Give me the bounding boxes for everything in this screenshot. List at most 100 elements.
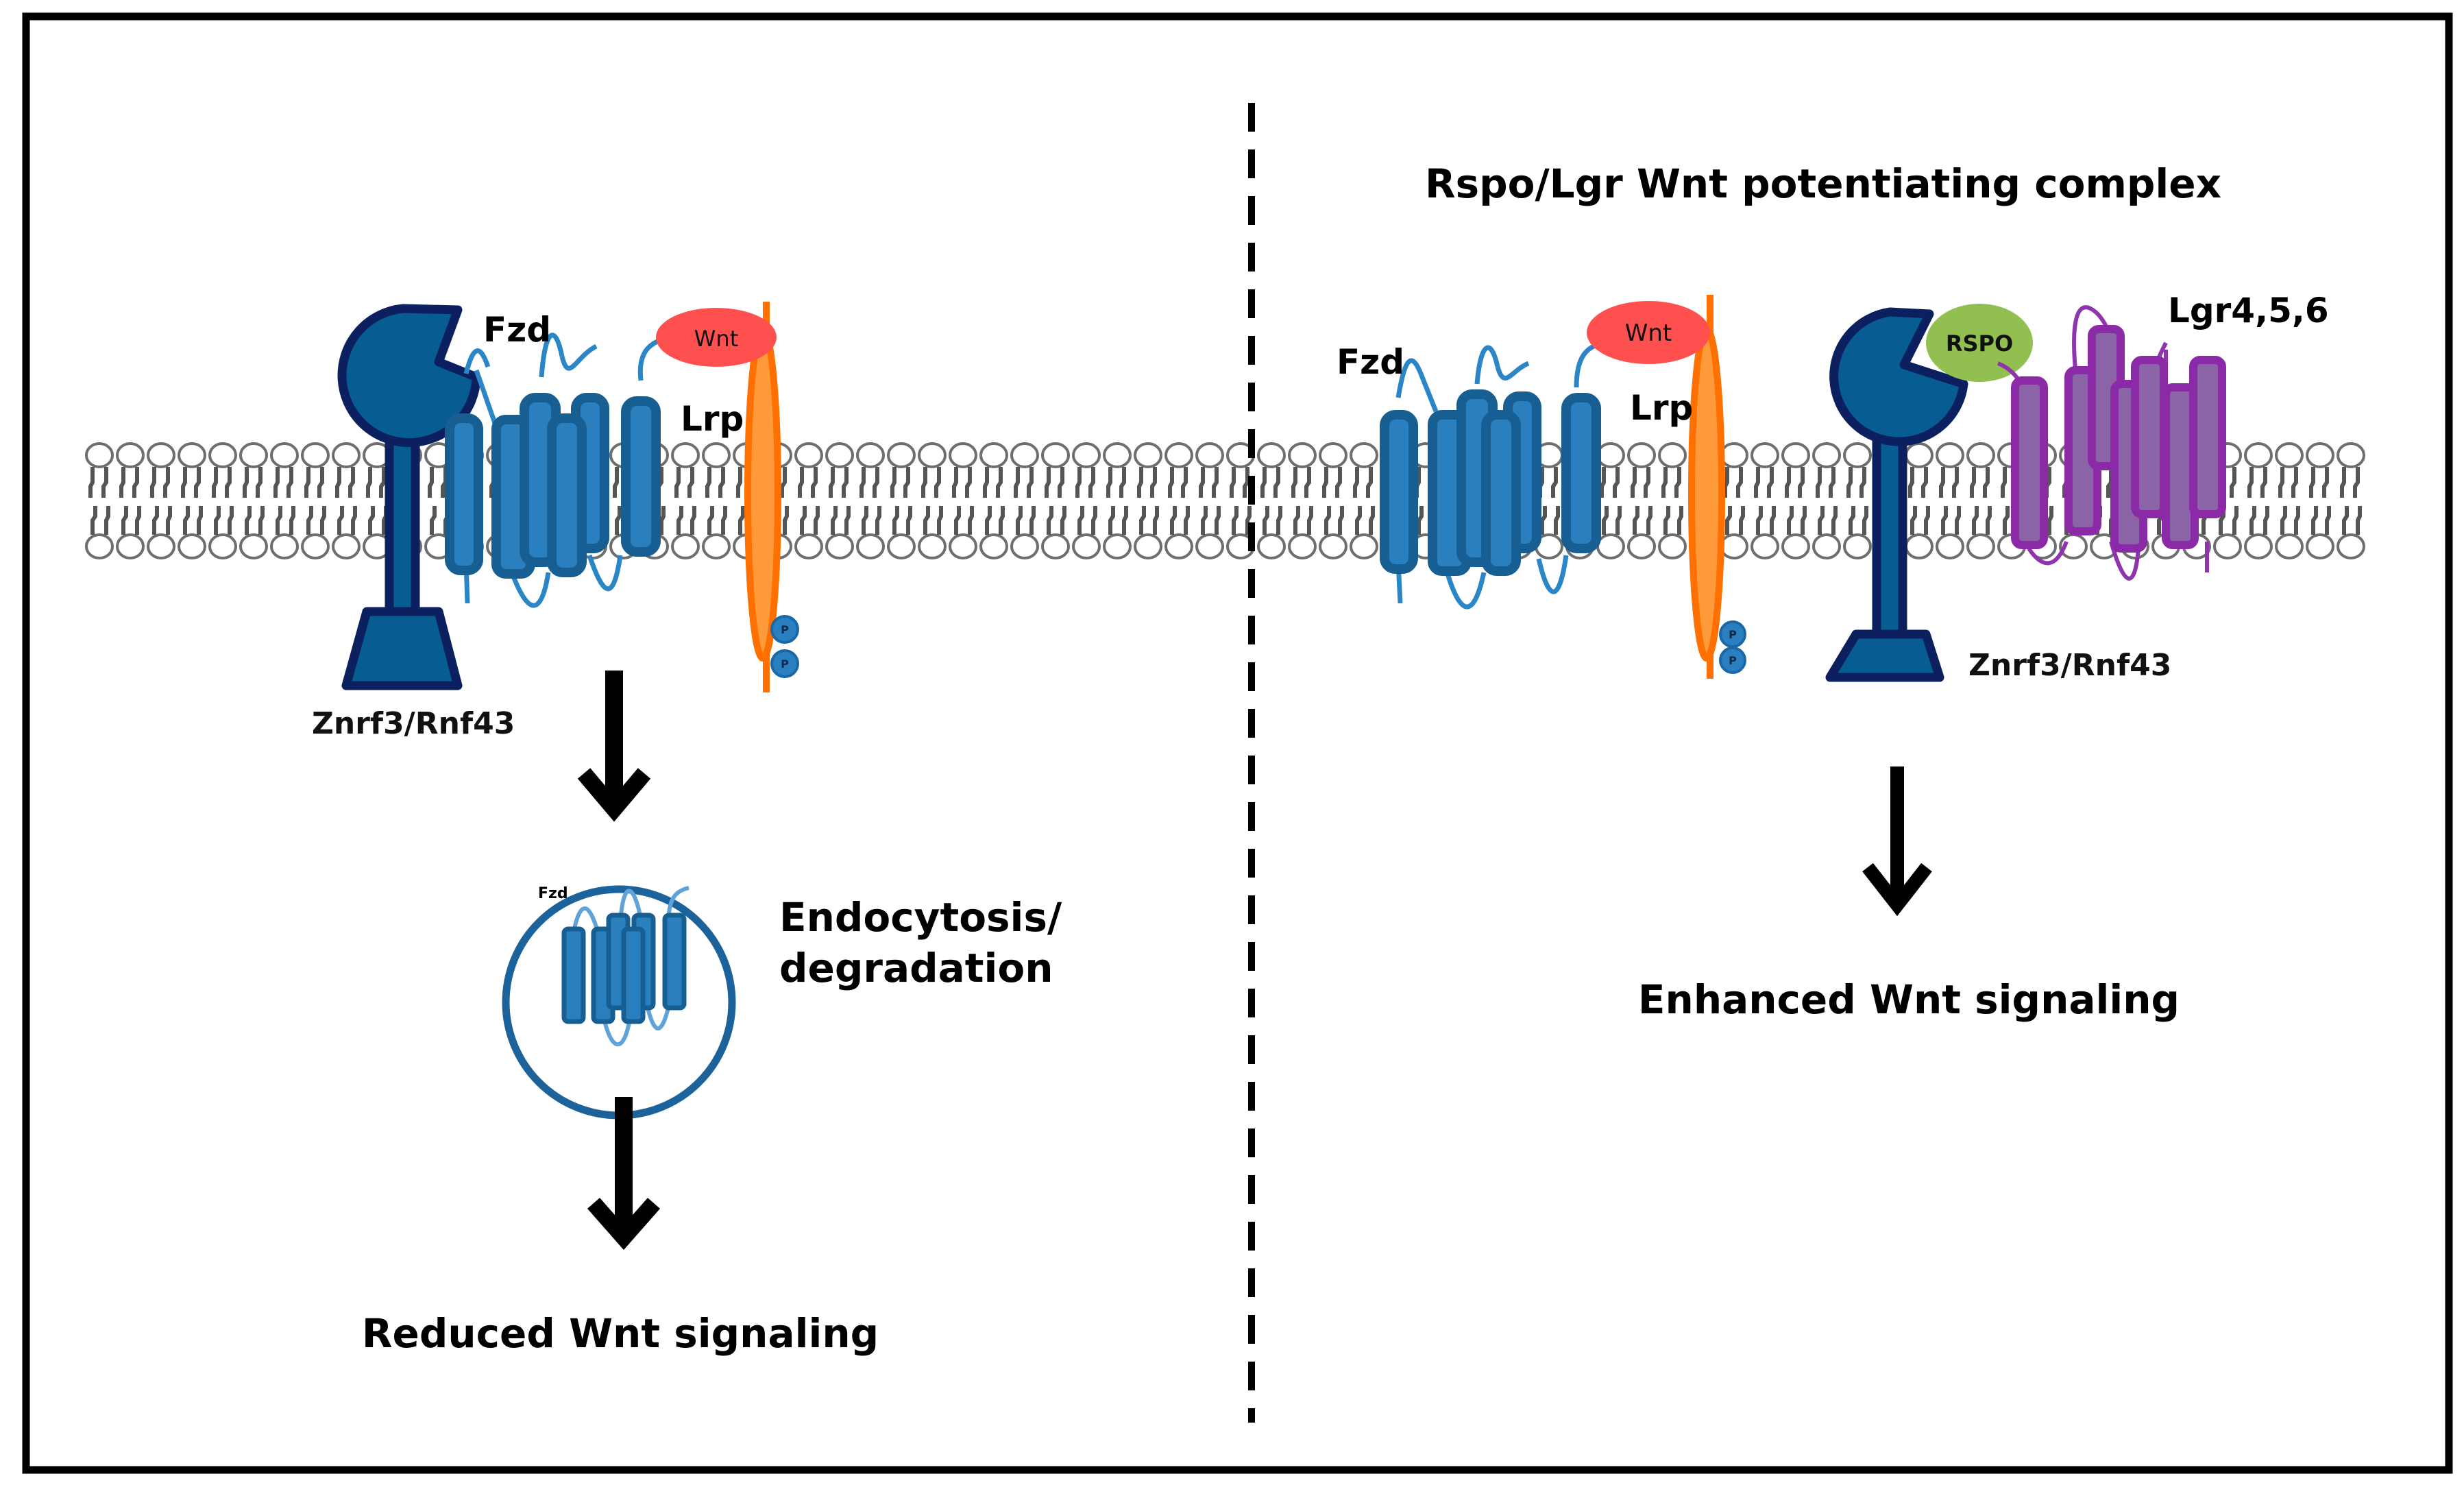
lipid-head [1812,442,1841,468]
lipid-tail [718,467,725,498]
lipid-tail [2260,467,2267,498]
lipid-tail [1785,467,1791,498]
lipid-head [794,533,823,559]
lipid-head [1966,533,1995,559]
lipid-head [239,442,268,468]
lipid-tail [1150,467,1157,498]
znrf3-rnf43-receptor-left [337,304,481,690]
lipid-tail [2232,506,2239,535]
lipid-tail [1232,506,1239,535]
lipid-tail [1736,467,1743,498]
lipid-tail [783,506,789,535]
lipid-tail [428,467,434,498]
lipid-tail [1153,506,1159,535]
lipid-tail [985,506,992,535]
lipid-tail [163,467,170,498]
lipid-tail [1212,467,1219,498]
lipid-tail [1554,506,1560,535]
lipid-tail [335,467,341,498]
lipid-tail [923,506,930,535]
lipid-tail [1307,506,1313,535]
lipid-head [208,442,237,468]
lipid-head [1627,533,1656,559]
lipid-tail [181,467,187,498]
lipid-tail [996,467,1003,498]
lipid-head [794,442,823,468]
lipid-tail [1615,506,1622,535]
lipid-tail [873,467,879,498]
lipid-tail [183,506,190,535]
lipid-tail [1723,467,1729,498]
lipid-head [1134,442,1162,468]
lipid-tail [1353,467,1359,498]
fzd-loop [463,348,491,374]
lipid-head [1041,533,1070,559]
lipid-tail [368,506,375,535]
lipid-head [671,442,700,468]
lipid-head [1781,533,1810,559]
lipid-head [1720,442,1748,468]
lipid-tail [2280,506,2287,535]
lipid-tail [194,467,201,498]
lipid-tail [811,467,818,498]
fzd-loop [539,333,565,378]
lipid-tail [150,467,156,498]
lipid-tail [798,467,804,498]
lipid-tail [1291,467,1297,498]
lipid-tail [983,467,989,498]
lipid-head [1319,533,1347,559]
lipid-head [270,442,299,468]
lipid-head [1905,533,1934,559]
lipid-tail [1045,467,1051,498]
lipid-head [1134,533,1162,559]
lipid-head [85,442,114,468]
lipid-tail [2001,467,2007,498]
figure-frame [22,12,2453,1474]
lipid-tail [2353,467,2360,498]
lipid-tail [2247,467,2254,498]
lipid-tail [1661,467,1668,498]
lipid-tail [2340,467,2346,498]
lipid-tail [705,467,711,498]
lipid-head [1257,533,1286,559]
lipid-head [1350,533,1378,559]
lipid-head [825,442,854,468]
wnt-ellipse [656,308,777,367]
lipid-tail [214,506,221,535]
lipid-tail [1633,506,1639,535]
rspo-label: RSPO [1946,330,2013,357]
lipid-tail [276,506,282,535]
lipid-tail [135,506,141,535]
lrp-body [1688,326,1725,662]
lipid-tail [2294,506,2300,535]
lipid-head [856,533,885,559]
fzd-receptor-left [445,333,679,608]
lipid-tail [1108,506,1115,535]
fzd-loop [646,1007,670,1030]
lipid-tail [674,467,681,498]
lipid-tail [1077,506,1084,535]
reduced-signaling-label: Reduced Wnt signaling [362,1310,879,1357]
lipid-tail [1846,467,1853,498]
lipid-tail [2311,506,2318,535]
down-arrow-icon [1862,766,1932,917]
lipid-head [949,533,977,559]
wnt-ligand-left: Wnt [656,308,777,367]
lipid-head [1720,533,1748,559]
lipid-head [178,442,206,468]
lipid-head [178,533,206,559]
lgr-helix [2131,356,2168,518]
lipid-tail [1613,467,1620,498]
lipid-tail [90,506,97,535]
fzd-loop [618,889,643,923]
lipid-tail [1818,506,1825,535]
down-arrow-icon [577,671,651,822]
lipid-tail [1770,506,1776,535]
lipid-tail [1091,506,1097,535]
phospho-label: P [1729,628,1737,641]
lipid-head [1843,533,1872,559]
lipid-tail [1119,467,1126,498]
degradation-label: degradation [779,945,1053,991]
lipid-tail [152,506,159,535]
lipid-tail [862,506,868,535]
